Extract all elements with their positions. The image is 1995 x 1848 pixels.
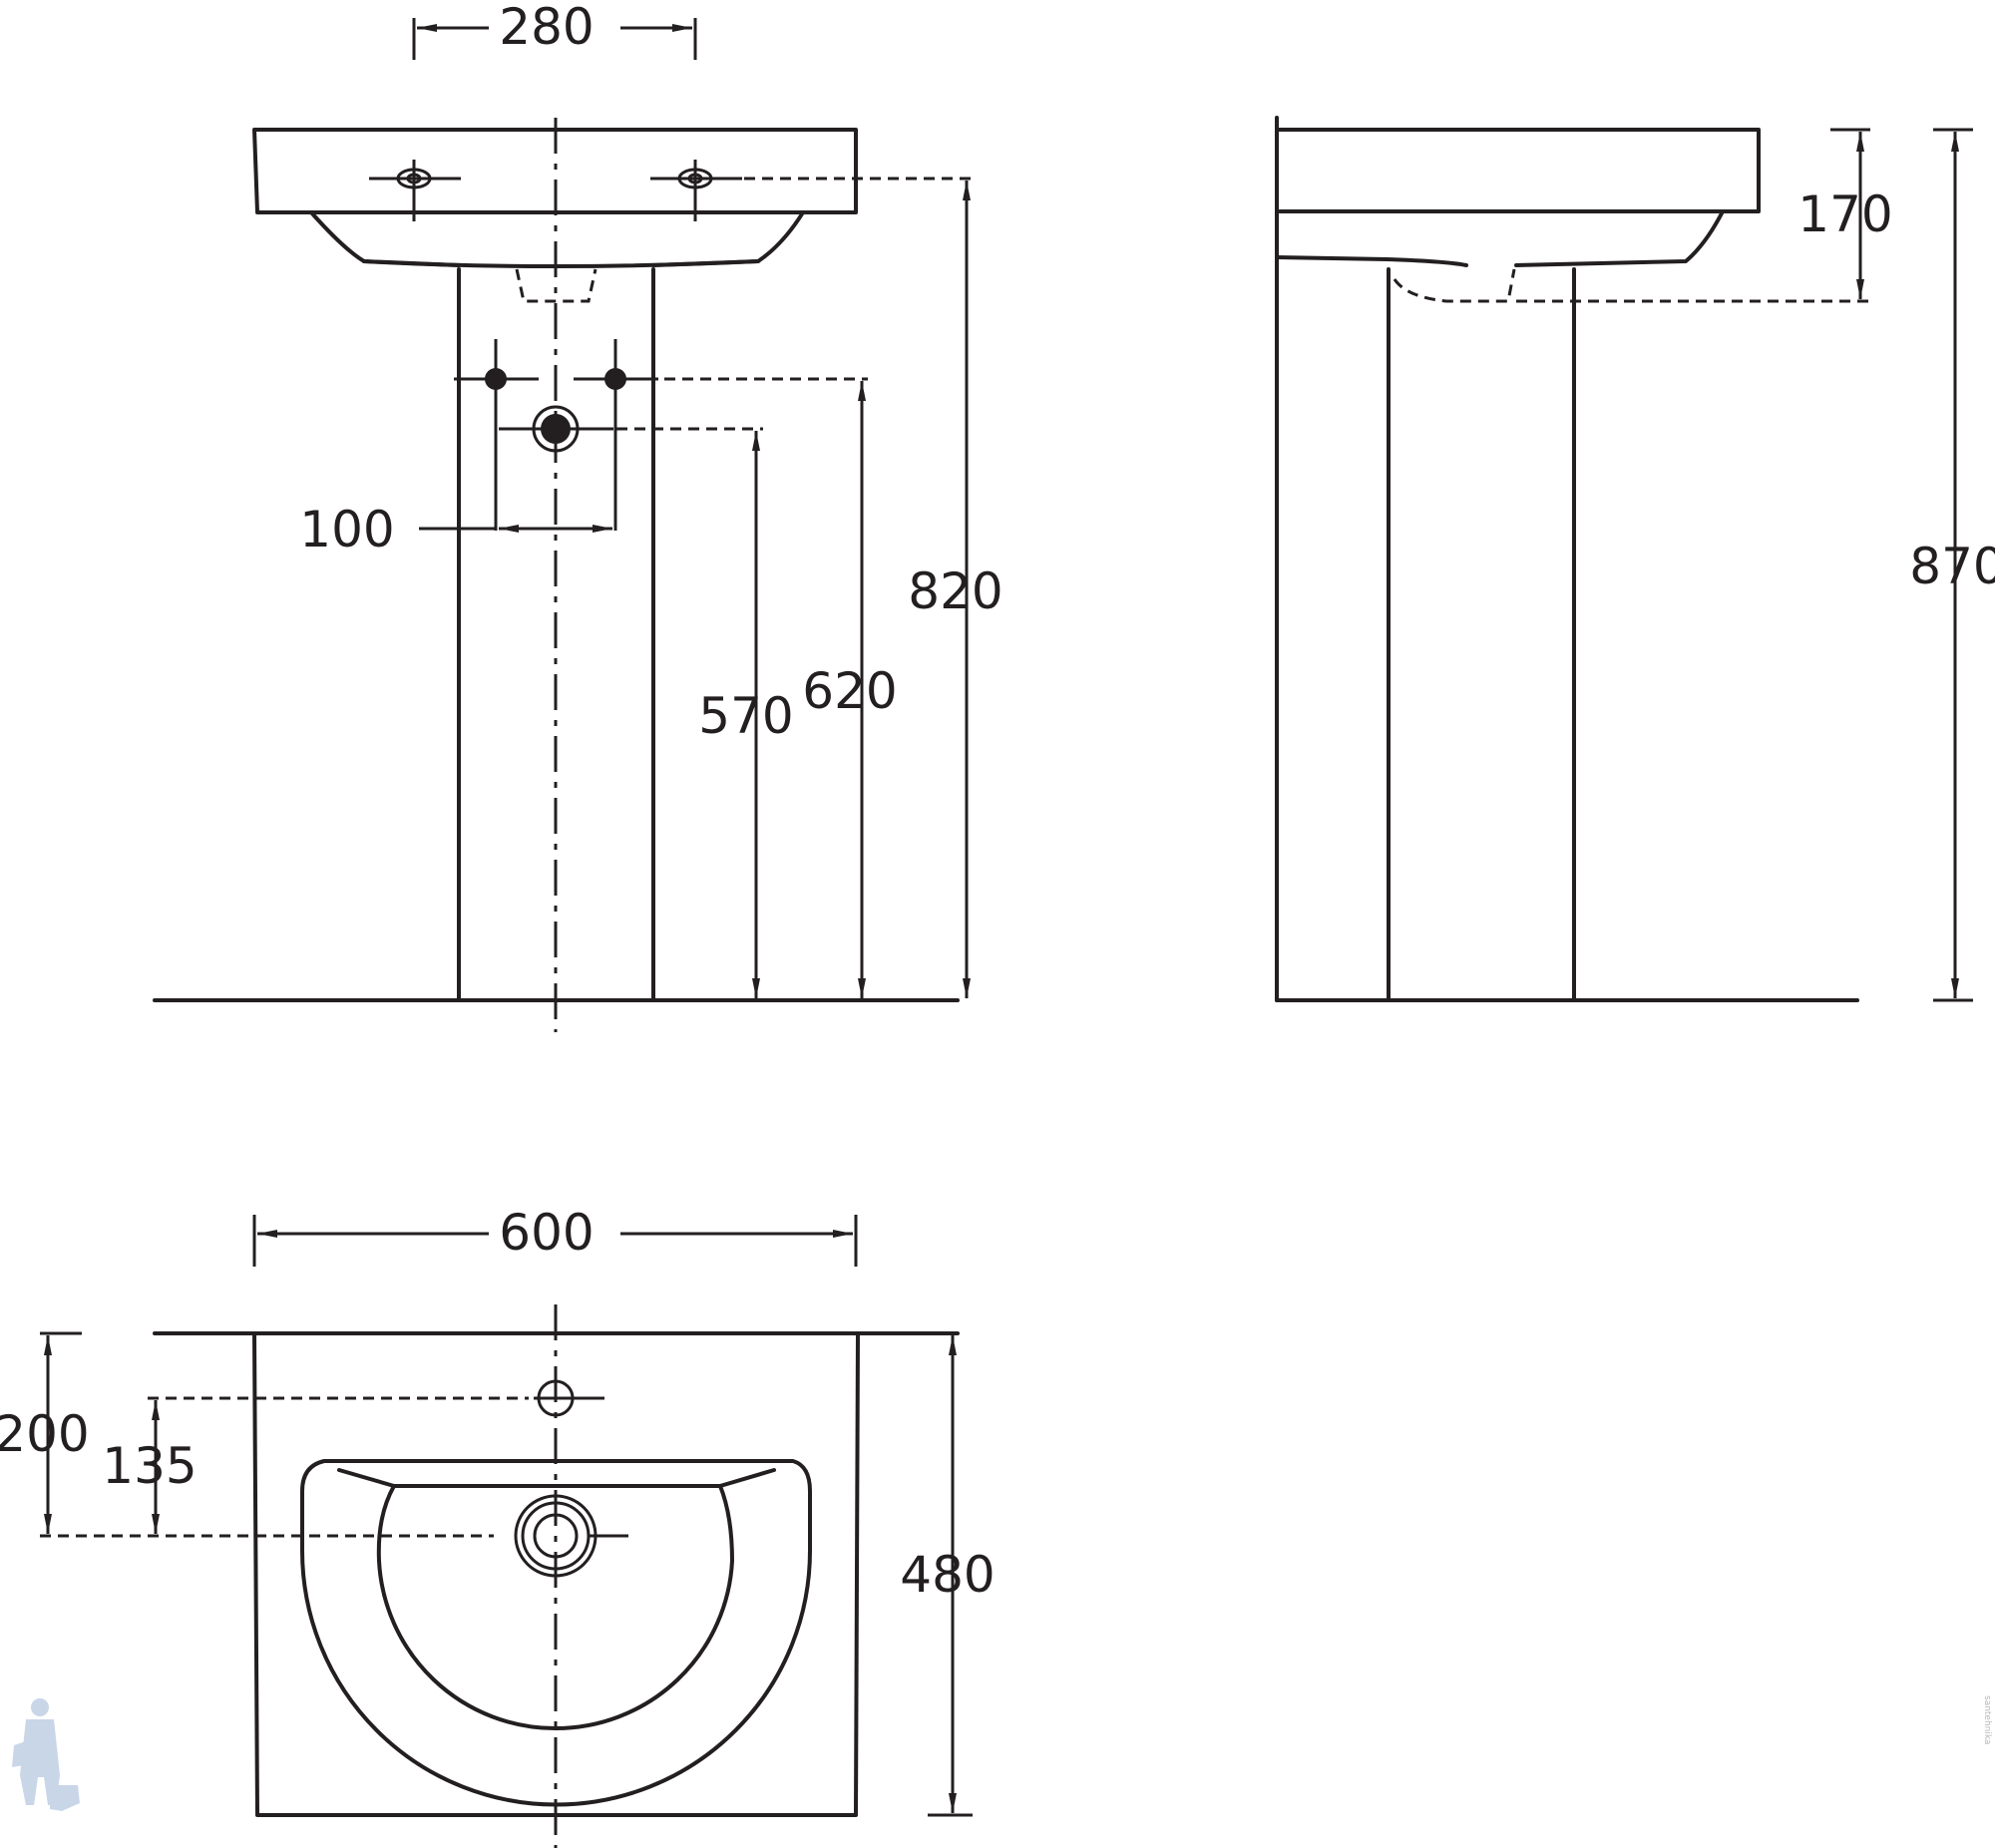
dim-100-label: 100 [299,501,394,558]
dim-480-label: 480 [900,1546,995,1604]
dim-600: 600 [257,1204,853,1262]
top-drain [514,1494,628,1578]
plumber-logo-icon [12,1698,80,1811]
side-view: 170 870 [1275,116,1995,1002]
dim-100: 100 [299,501,612,558]
dim-280-label: 280 [499,0,594,56]
tap-hole-left [369,160,461,221]
dim-820: 820 [908,181,1003,998]
watermark: santehnika [1982,1695,1992,1744]
dim-135: 135 [102,1400,198,1534]
supply-point-left [454,339,539,531]
dim-600-label: 600 [499,1204,594,1262]
dim-620: 620 [802,381,898,998]
front-pedestal [457,267,655,1002]
dim-820-label: 820 [908,562,1002,620]
top-view: 600 200 135 480 [0,1204,996,1848]
side-basin [1275,128,1761,213]
front-view: 280 100 570 620 820 [153,0,1003,1032]
dim-870-label: 870 [1909,538,1995,595]
dim-200: 200 [0,1335,90,1534]
top-tap-hole [534,1379,604,1417]
dim-280: 280 [412,0,697,60]
top-bowl-outer [300,1459,812,1807]
top-bowl-inner [337,1468,776,1731]
dim-135-label: 135 [102,1437,197,1495]
dim-200-label: 200 [0,1405,90,1463]
dim-620-label: 620 [802,662,897,720]
front-basin-rim [252,128,858,214]
dim-870: 870 [1909,132,1995,998]
side-pedestal [1387,267,1576,1002]
dim-480: 480 [900,1335,996,1813]
dim-570-label: 570 [698,687,793,745]
dim-170-label: 170 [1797,185,1892,243]
supply-point-right [574,339,658,531]
dim-170: 170 [1797,132,1893,299]
dim-570: 570 [698,431,794,998]
